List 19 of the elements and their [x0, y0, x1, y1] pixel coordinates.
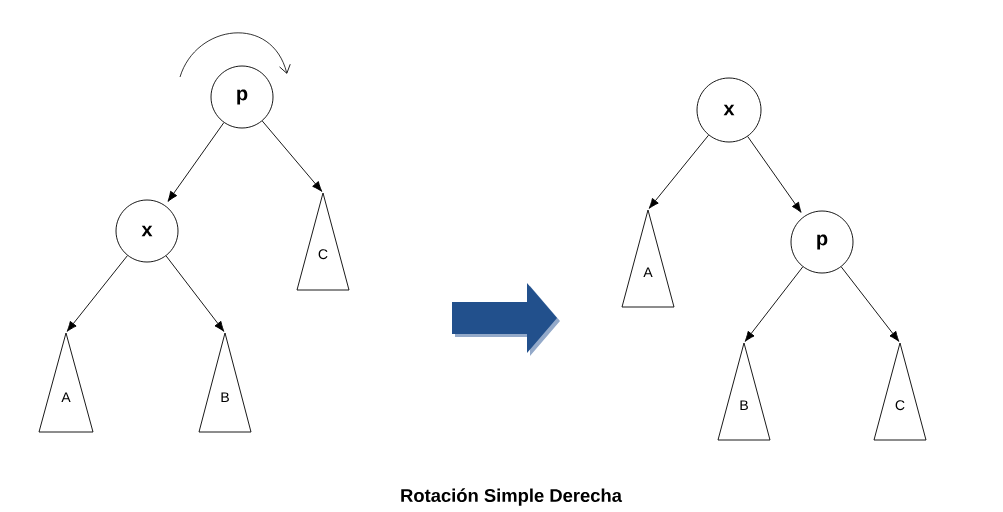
arrow	[167, 122, 225, 202]
tree-node: p	[210, 65, 274, 129]
arrow	[648, 134, 709, 209]
subtree-triangle: C	[873, 342, 927, 441]
subtree-triangle: B	[717, 342, 771, 441]
subtree-triangle: A	[621, 209, 675, 308]
arrow	[747, 136, 802, 213]
arrow	[744, 266, 804, 342]
arrow	[66, 255, 128, 332]
tree-node: x	[696, 77, 762, 143]
subtree-triangle: B	[198, 332, 252, 433]
arrow	[840, 266, 900, 342]
subtree-triangle: A	[38, 332, 94, 433]
tree-node: x	[115, 199, 179, 263]
caption: Rotación Simple Derecha	[401, 488, 623, 506]
subtree-triangle: C	[296, 192, 350, 291]
arrow	[261, 120, 323, 192]
tree-node: p	[790, 210, 854, 274]
arrow	[165, 255, 225, 332]
